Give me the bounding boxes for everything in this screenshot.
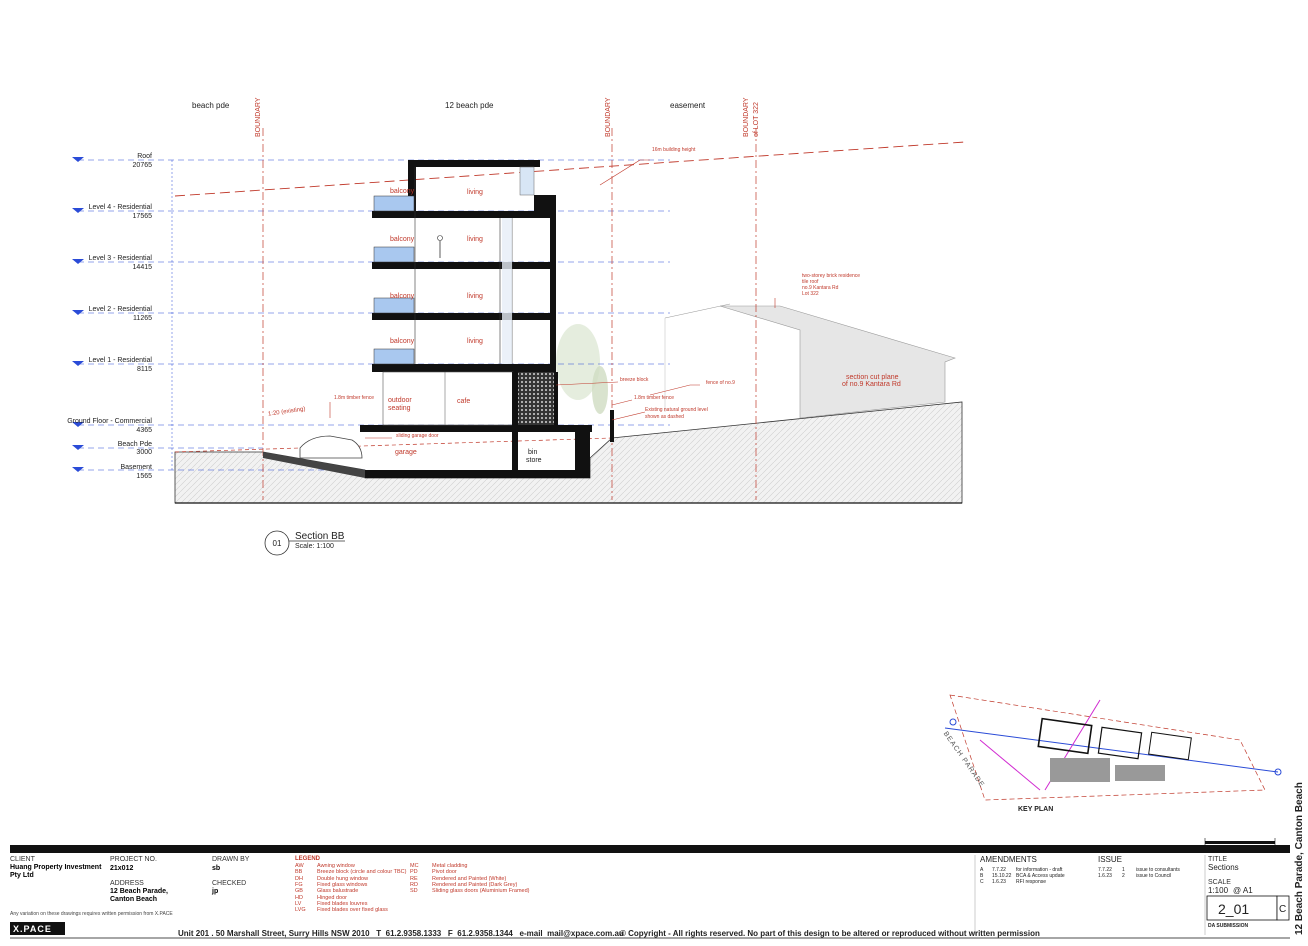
drawing-number: 2_01 <box>1218 901 1250 917</box>
neighbour-roof <box>719 305 956 419</box>
level-basement-rl: 1565 <box>136 473 152 480</box>
label-12-beach-pde: 12 beach pde <box>445 101 494 110</box>
annot-breeze-block: breeze block <box>620 377 649 383</box>
annot-timber-fence-left: 1.8m timber fence <box>334 395 375 401</box>
level-3-name: Level 3 - Residential <box>88 255 152 262</box>
copyright: © Copyright - All rights reserved. No pa… <box>620 929 1040 938</box>
building <box>263 160 614 478</box>
copyright-note: Any variation on these drawings requires… <box>10 911 173 917</box>
level-4-name: Level 4 - Residential <box>88 204 152 211</box>
annot-residence-d: Lot 322 <box>802 291 819 297</box>
client-value: Huang Property Investment Pty Ltd <box>10 864 102 880</box>
drawn-by-value: sb <box>212 865 221 872</box>
height-plane <box>174 141 966 197</box>
annot-residence-b: tile roof <box>802 279 819 285</box>
annot-residence-c: no.9 Kantara Rd <box>802 285 839 291</box>
label-easement: easement <box>670 101 706 110</box>
client-label: CLIENT <box>10 856 35 863</box>
level-2-name: Level 2 - Residential <box>88 306 152 313</box>
annot-timber-fence-right: 1.8m timber fence <box>634 395 675 401</box>
room-balcony-3: balcony <box>390 236 415 243</box>
project-no-label: PROJECT NO. <box>110 856 157 863</box>
tree <box>556 324 600 400</box>
boundary-label-1: BOUNDARY <box>254 97 262 138</box>
scale-sheet: @ A1 <box>1233 886 1253 895</box>
address-value-2: Canton Beach <box>110 896 158 903</box>
level-ground-name: Ground Floor - Commercial <box>67 418 152 425</box>
level-2-rl: 11265 <box>133 315 152 322</box>
room-balcony-4: balcony <box>390 188 415 195</box>
scale-bar <box>1204 838 1276 845</box>
project-no-value: 21x012 <box>110 865 134 872</box>
drawn-by-label: DRAWN BY <box>212 856 250 863</box>
car <box>299 435 363 459</box>
level-3-rl: 14415 <box>132 264 152 271</box>
room-outdoor: outdoor <box>388 397 412 404</box>
level-4-rl: 17565 <box>132 213 152 220</box>
annot-ngl-b: shown as dashed <box>645 414 684 420</box>
amendments-label: AMENDMENTS <box>980 855 1037 864</box>
annot-height-plane: 16m building height <box>652 147 696 153</box>
label-beach-pde: beach pde <box>192 101 230 110</box>
level-1-rl: 8115 <box>136 366 152 373</box>
room-living-3: living <box>467 236 483 243</box>
room-cafe: cafe <box>457 398 471 405</box>
address-value-1: 12 Beach Parade, <box>110 888 168 895</box>
level-1-name: Level 1 - Residential <box>88 357 152 364</box>
section-number-circle <box>264 530 290 556</box>
room-seating: seating <box>388 405 411 412</box>
annot-section-cut-b: of no.9 Kantara Rd <box>842 381 901 388</box>
ground-mass <box>174 401 963 504</box>
level-roof-rl: 20765 <box>132 162 152 169</box>
room-balcony-1: balcony <box>390 338 415 345</box>
boundary-label-3b: of LOT 322 <box>752 102 760 138</box>
room-garage: garage <box>395 449 417 456</box>
scale-value: 1:100 <box>1208 886 1229 895</box>
office-address: Unit 201 . 50 Marshall Street, Surry Hil… <box>178 929 624 938</box>
scale-label: SCALE <box>1208 879 1231 886</box>
address-label: ADDRESS <box>110 880 144 887</box>
checked-value: jp <box>212 888 219 895</box>
xpace-logo-box <box>10 922 65 935</box>
annot-fence-lot: fence of no.9 <box>706 380 735 386</box>
title-label: TITLE <box>1208 856 1228 863</box>
title-block-band <box>10 845 1290 853</box>
key-plan <box>944 694 1282 801</box>
level-basement-name: Basement <box>120 464 152 471</box>
section-name: Section BB <box>295 531 345 542</box>
room-balcony-2: balcony <box>390 293 415 300</box>
section-number: 01 <box>272 539 282 548</box>
title-value: Sections <box>1208 863 1239 872</box>
purpose: DA SUBMISSION <box>1208 923 1249 929</box>
revision: C <box>1279 904 1287 915</box>
side-title: 12 Beach Parade, Canton Beach <box>1294 782 1305 935</box>
boundary-label-3a: BOUNDARY <box>742 97 750 138</box>
room-living-2: living <box>467 293 483 300</box>
issue-label: ISSUE <box>1098 855 1123 864</box>
room-living-1: living <box>467 338 483 345</box>
room-store: store <box>526 457 542 464</box>
boundary-label-2: BOUNDARY <box>604 97 612 138</box>
xpace-logo: X.PACE <box>13 924 52 934</box>
room-bin: bin <box>528 449 538 456</box>
key-plan-label: KEY PLAN <box>1018 806 1054 813</box>
annot-garage-door: sliding garage door <box>396 433 439 439</box>
annot-residence-a: two-storey brick residence <box>802 273 861 279</box>
legend-title: LEGEND <box>295 856 321 862</box>
room-living-4: living <box>467 189 483 196</box>
level-beach-pde-rl: 3000 <box>136 449 152 456</box>
level-ground-rl: 4365 <box>136 427 152 434</box>
level-roof-name: Roof <box>137 153 152 160</box>
section-scale: Scale: 1:100 <box>295 543 334 550</box>
annot-section-cut-a: section cut plane <box>846 374 899 381</box>
checked-label: CHECKED <box>212 880 247 887</box>
level-beach-pde-name: Beach Pde <box>117 441 152 448</box>
annot-ngl-a: Existing natural ground level <box>645 407 708 413</box>
